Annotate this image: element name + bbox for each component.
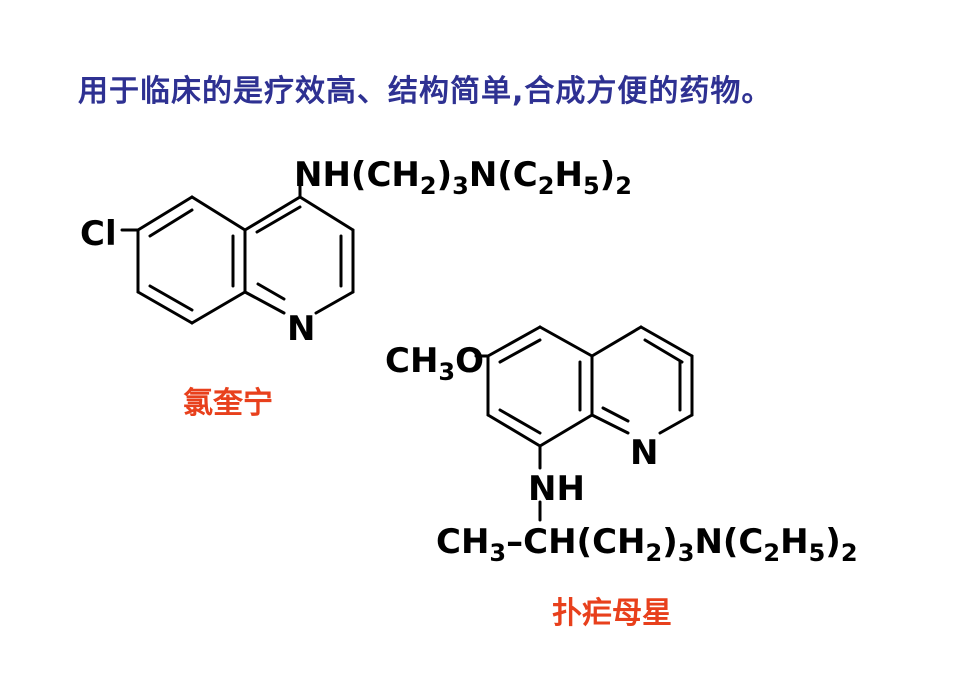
bond <box>486 325 542 358</box>
bond <box>590 325 643 358</box>
bond <box>136 195 194 232</box>
subscript: 2 <box>645 539 662 567</box>
methoxy-text: CH <box>385 341 438 381</box>
chloroquine-side-chain: NH(CH2)3N(C2H5)2 <box>294 155 632 200</box>
double-bond <box>148 284 194 312</box>
subscript: 3 <box>438 358 455 386</box>
bond <box>538 325 594 358</box>
bond <box>298 195 355 232</box>
primaquine-name: 扑疟母星 <box>552 596 672 631</box>
subscript: 2 <box>615 172 632 200</box>
chloroquine-name: 氯奎宁 <box>183 386 273 421</box>
chain-text: ) <box>437 155 453 195</box>
chain-text: H <box>780 522 808 562</box>
subscript: 2 <box>841 539 858 567</box>
ring-n-label: N <box>630 433 658 473</box>
chain-text: N(C <box>694 522 763 562</box>
chain-text: ) <box>600 155 616 195</box>
chain-text: ) <box>662 522 678 562</box>
subscript: 2 <box>420 172 437 200</box>
methoxy-group: CH3O <box>385 341 484 386</box>
double-bond <box>601 406 630 423</box>
chloroquine-structure: Cl N NH(CH2)3N(C2H5)2 <box>80 155 632 349</box>
bond <box>136 290 194 325</box>
subscript: 3 <box>452 172 469 200</box>
bond <box>590 413 630 435</box>
bond <box>314 290 355 315</box>
chain-text: –CH(CH <box>506 522 645 562</box>
double-bond <box>255 205 302 234</box>
chain-text: N(C <box>469 155 538 195</box>
chain-text: ) <box>825 522 841 562</box>
methoxy-text: O <box>455 341 484 381</box>
chain-text: H <box>554 155 582 195</box>
subscript: 2 <box>538 172 555 200</box>
primaquine-side-chain: CH3–CH(CH2)3N(C2H5)2 <box>436 522 858 567</box>
cl-label: Cl <box>80 214 117 254</box>
bond <box>243 290 286 315</box>
bond <box>486 413 542 448</box>
double-bond <box>256 282 286 301</box>
bond <box>243 195 302 232</box>
subscript: 5 <box>809 539 826 567</box>
chain-text: NH(CH <box>294 155 420 195</box>
double-bond <box>498 338 542 364</box>
chain-text: CH <box>436 522 489 562</box>
double-bond <box>148 208 194 238</box>
double-bond <box>643 338 684 364</box>
primaquine-structure: CH3O N NH CH3–CH(CH2)3N(C2H5)2 <box>385 325 858 567</box>
nh-label: NH <box>528 469 585 509</box>
bond <box>538 413 594 448</box>
bond <box>639 325 694 358</box>
bond <box>658 413 694 435</box>
bond <box>190 290 247 325</box>
ring-n-label: N <box>287 309 315 349</box>
subscript: 3 <box>489 539 506 567</box>
slide-title: 用于临床的是疗效高、结构简单,合成方便的药物。 <box>78 74 773 109</box>
double-bond <box>498 408 542 435</box>
bond <box>190 195 247 232</box>
subscript: 5 <box>583 172 600 200</box>
subscript: 3 <box>678 539 695 567</box>
subscript: 2 <box>763 539 780 567</box>
